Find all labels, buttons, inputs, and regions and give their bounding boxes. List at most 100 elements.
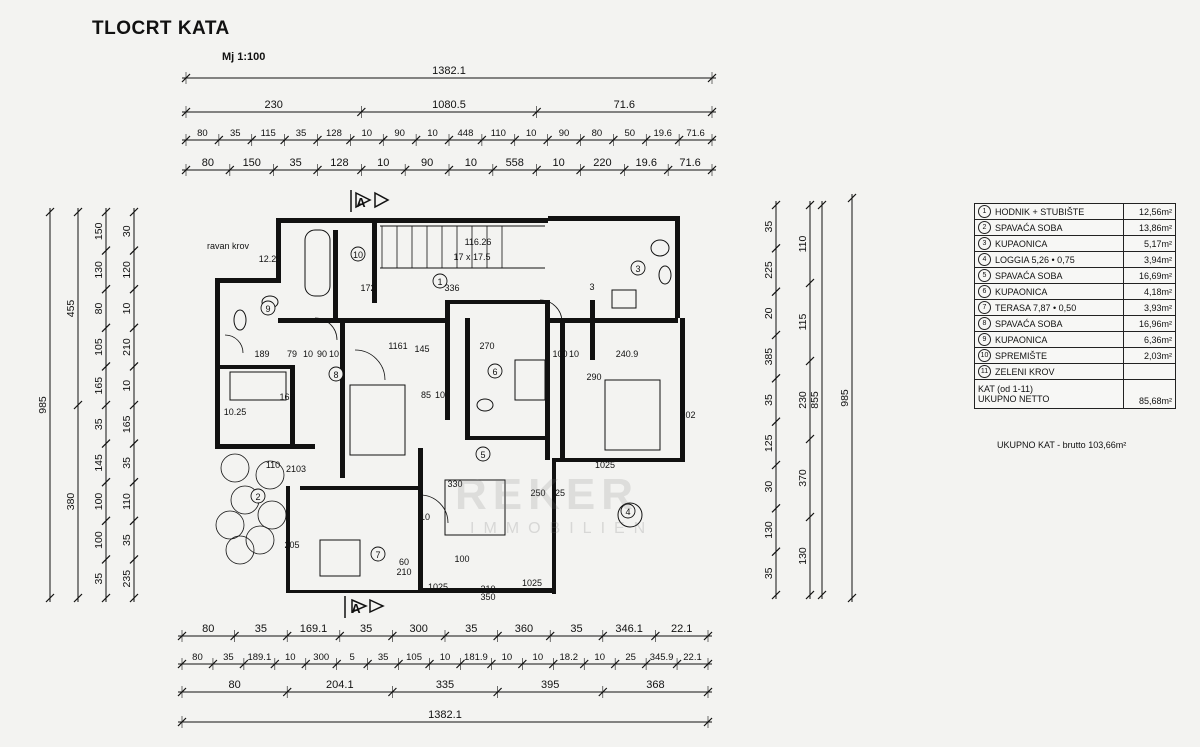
plan-dimension-label: 205 [284,540,299,550]
plan-dimension-label: 1025 [595,460,615,470]
dim-label: 10 [362,128,373,139]
dim-label: 368 [646,679,664,691]
plan-dimension-label: 10 [303,349,313,359]
table-icon [617,502,643,528]
terrace-furniture-icon [319,539,361,577]
dim-label: 115 [261,128,276,139]
room-number-badge [620,503,636,519]
legend-room-cell: 11 ZELENI KROV [975,364,1124,379]
wall [215,444,315,449]
room-number: 6 [492,367,497,377]
dim-label: 130 [93,261,105,279]
legend-room-name: TERASA 7,87 • 0,50 [995,302,1077,313]
dim-tick [45,207,55,217]
legend-room-number: 4 [978,253,991,266]
wall [465,436,550,440]
dim-label: 80 [197,128,208,139]
legend-room-area: 16,69m² [1138,270,1172,281]
section-mark-label: A [351,601,361,616]
dim-label: 220 [593,157,611,169]
room-number-badge [432,273,448,289]
dim-label: 10 [552,157,564,169]
wall [445,300,450,420]
dim-label: 395 [541,679,559,691]
legend-total-row: KAT (od 1-11) UKUPNO NETTO 85,68m² [975,380,1175,408]
dim-label: 10 [526,128,537,139]
dim-label: 100 [93,531,105,549]
dim-tick [101,323,111,333]
dim-label: 345.9 [650,652,674,663]
legend-room-area: 16,96m² [1138,318,1172,329]
wall [418,588,556,593]
dim-label: 22.1 [683,652,702,663]
wall [276,218,548,223]
legend-room-cell: 6 KUPAONICA [975,284,1124,299]
dim-label: 150 [243,157,261,169]
dim-label: 130 [763,521,775,539]
dim-tick [805,512,815,522]
door-swing [224,334,244,354]
door-swing [354,349,386,381]
plan-dimension-label: 10 [569,349,579,359]
dim-label: 22.1 [671,623,692,635]
plan-dimension-label: 189 [254,349,269,359]
dim-label: 105 [406,652,422,663]
dim-label: 181.9 [464,652,488,663]
wall [552,458,556,594]
dim-label: 10 [533,652,544,663]
legend-row: 6 KUPAONICA 4,18m² [975,284,1175,300]
dim-tick [73,593,83,603]
plan-walls [215,190,685,618]
toilet-icon [233,309,247,331]
legend-room-cell: 10 SPREMIŠTE [975,348,1124,363]
dim-label: 128 [330,157,348,169]
dim-tick [129,207,139,217]
watermark-text: REKER [455,470,640,519]
dim-label: 360 [515,623,533,635]
plan-dimension-label: 90 [317,349,327,359]
dim-tick [101,284,111,294]
legend-room-cell: 2 SPAVAĆA SOBA [975,220,1124,235]
legend-room-number: 3 [978,237,991,250]
plan-dimension-label: 350 [480,592,495,602]
dim-tick [73,207,83,217]
legend-room-cell: 7 TERASA 7,87 • 0,50 [975,300,1124,315]
plan-dimension-label: 336 [444,283,459,293]
legend-room-area: 12,56m² [1138,206,1172,217]
plan-dimension-label: 10.25 [224,407,247,417]
tree-icon [220,453,250,483]
plan-dimension-label: 100 [552,349,567,359]
dim-label: 90 [421,157,433,169]
room-number-badge [250,488,266,504]
plan-dimension-label: 3 [589,282,594,292]
dim-label: 80 [592,128,603,139]
dim-label: 110 [797,235,809,252]
shower-icon [611,289,637,309]
legend-room-number: 5 [978,269,991,282]
dim-label: 150 [93,222,105,240]
plan-dimension-label: 290 [586,372,601,382]
legend-room-cell: 9 KUPAONICA [975,332,1124,347]
dim-label: 20 [763,307,775,319]
dim-tick [129,516,139,526]
legend-row: 3 KUPAONICA 5,17m² [975,236,1175,252]
watermark-subtext: IMMOBILIEN [470,520,655,537]
legend-total-label: KAT (od 1-11) UKUPNO NETTO [975,380,1124,408]
plan-dimension-label: 12.25 [259,254,282,264]
legend-row: 4 LOGGIA 5,26 • 0,75 3,94m² [975,252,1175,268]
dim-tick [805,278,815,288]
dim-label: 100 [93,493,105,511]
wall [333,230,338,318]
dim-tick [817,590,827,600]
dim-label: 35 [121,457,133,469]
wall [548,318,678,323]
dim-label: 10 [594,652,605,663]
wall [290,365,295,445]
legend-row: 1 HODNIK + STUBIŠTE 12,56m² [975,204,1175,220]
dim-label: 300 [410,623,428,635]
dim-label: 71.6 [614,99,635,111]
dim-label: 230 [797,391,809,409]
dim-tick [129,323,139,333]
